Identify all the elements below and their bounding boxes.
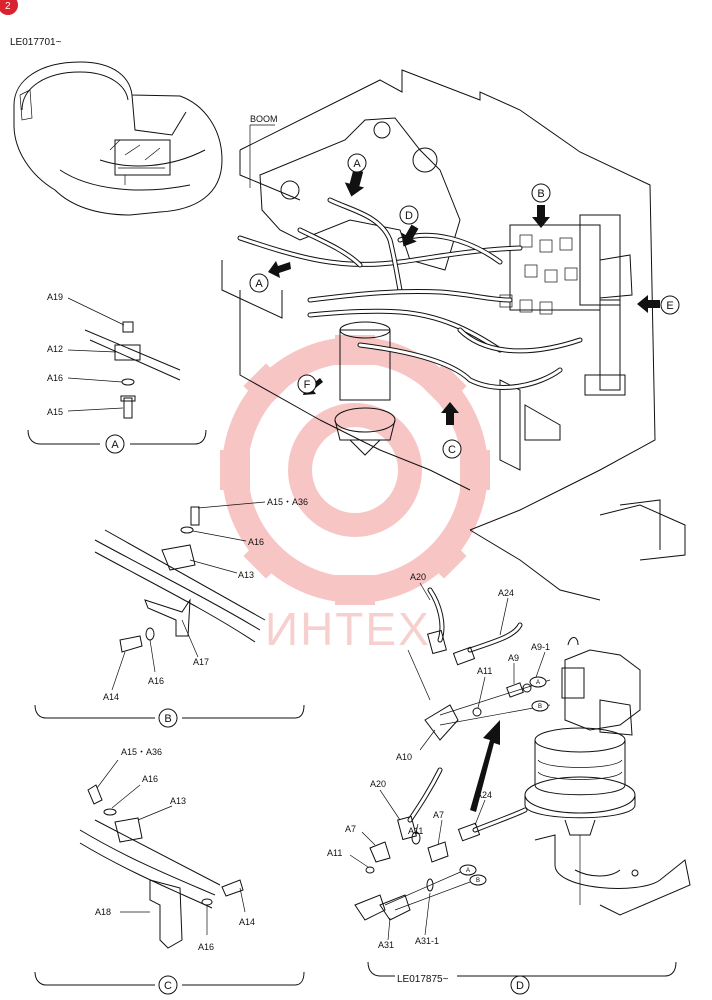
detail-b-part-a17: A17	[193, 657, 209, 667]
page-marker: 2	[0, 0, 18, 15]
detail-b-part-a16-bottom: A16	[148, 676, 164, 686]
main-callout-e: E	[660, 295, 680, 315]
detail-d-part-a7-right: A7	[433, 810, 444, 820]
detail-b-drawing	[34, 501, 305, 728]
detail-a-part-a15: A15	[47, 407, 63, 417]
detail-d-part-a9: A9	[508, 653, 519, 663]
detail-c-drawing	[34, 759, 305, 995]
port-marker-b-top: B	[538, 704, 542, 710]
port-marker-b-bottom: B	[476, 878, 480, 884]
main-callout-a-top: A	[347, 153, 367, 173]
main-callout-b: B	[531, 183, 551, 203]
detail-d-part-a31-1: A31-1	[415, 936, 439, 946]
detail-d-part-a24-top: A24	[498, 588, 514, 598]
svg-text:A: A	[255, 278, 263, 290]
svg-text:B: B	[537, 188, 544, 200]
detail-c-part-a16-top: A16	[142, 774, 158, 784]
detail-d-part-a20-bottom: A20	[370, 779, 386, 789]
detail-d-part-a9-1: A9-1	[531, 642, 550, 652]
detail-c-part-a14: A14	[239, 917, 255, 927]
detail-c-part-a15-a36: A15・A36	[121, 747, 162, 757]
detail-d-part-a11-bottom: A11	[327, 848, 342, 858]
detail-a-drawing	[27, 297, 207, 454]
detail-d-part-a10: A10	[396, 752, 412, 762]
excavator-thumbnail	[13, 61, 223, 216]
serial-bottom: LE017875~	[397, 974, 449, 985]
detail-a-part-a16: A16	[47, 373, 63, 383]
page-marker-number: 2	[5, 1, 11, 12]
detail-c-part-a16-bottom: A16	[198, 942, 214, 952]
main-assembly-view	[221, 69, 686, 601]
detail-b-part-a16-top: A16	[248, 537, 264, 547]
detail-a-title: A	[111, 439, 119, 451]
detail-d-part-a24-bottom: A24	[476, 790, 492, 800]
watermark-gear-icon	[220, 335, 490, 605]
detail-b-part-a15-a36: A15・A36	[267, 497, 308, 507]
svg-text:A: A	[353, 158, 361, 170]
detail-a-part-a12: A12	[47, 344, 63, 354]
detail-d-title: D	[516, 980, 524, 992]
detail-c-part-a18: A18	[95, 907, 111, 917]
serial-top: LE017701~	[10, 37, 62, 48]
detail-d-part-a31: A31	[378, 940, 394, 950]
detail-a-part-a19: A19	[47, 292, 63, 302]
svg-text:F: F	[304, 379, 311, 391]
detail-b-part-a14: A14	[103, 692, 119, 702]
detail-d-part-a7-left: A7	[345, 824, 356, 834]
detail-b-part-a13: A13	[238, 570, 254, 580]
detail-d-part-a20-top: A20	[410, 572, 426, 582]
detail-b-title: B	[164, 713, 171, 725]
watermark-text: ИНТЕХ	[265, 603, 431, 655]
detail-c-title: C	[164, 980, 172, 992]
svg-text:D: D	[405, 210, 413, 222]
port-marker-a-bottom: A	[466, 868, 470, 874]
svg-text:C: C	[448, 444, 456, 456]
main-callout-a-left: A	[249, 273, 269, 293]
port-marker-a-top: A	[536, 680, 540, 686]
main-callout-c: C	[442, 439, 462, 459]
boom-label: BOOM	[250, 114, 278, 124]
main-callout-f: F	[297, 374, 317, 394]
main-callout-d: D	[399, 205, 419, 225]
detail-d-drawing	[349, 582, 691, 995]
detail-d-part-a11-middle: A11	[408, 826, 423, 836]
detail-d-part-a11-top: A11	[477, 666, 492, 676]
svg-text:E: E	[666, 300, 673, 312]
detail-c-part-a13: A13	[170, 796, 186, 806]
